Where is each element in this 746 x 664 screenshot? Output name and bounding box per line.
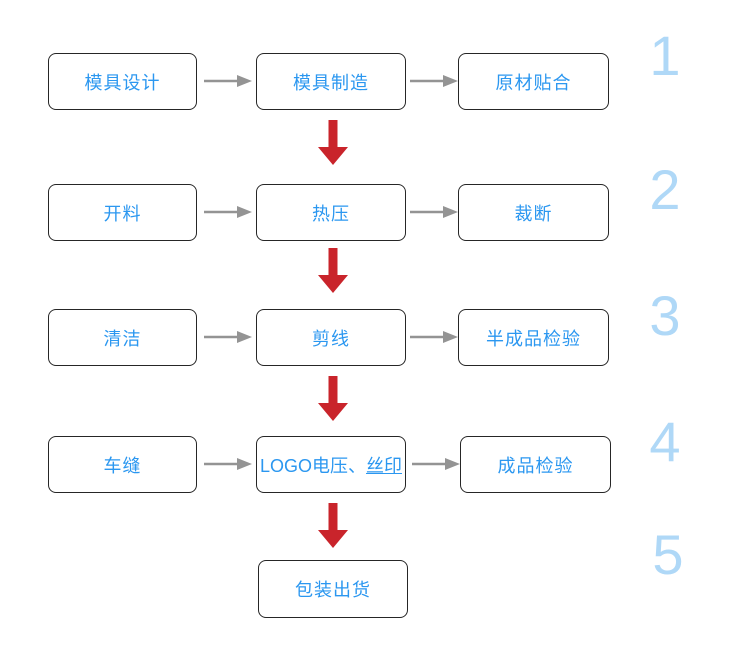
step-label: 清洁 [103, 328, 142, 349]
step-label: 半成品检验 [486, 328, 581, 349]
down-arrow-icon [318, 120, 348, 165]
right-arrow-icon [204, 331, 252, 343]
step-label: 开料 [103, 203, 142, 224]
step-number-5: 5 [652, 523, 684, 586]
step-hot-pressing: 热压 [256, 184, 406, 241]
right-arrow-icon [204, 458, 252, 470]
right-arrow-icon [410, 206, 458, 218]
step-label-underlined: 丝印 [366, 455, 402, 476]
down-arrow-icon [318, 376, 348, 421]
step-label: 模具设计 [84, 72, 161, 93]
step-label: 车缝 [103, 455, 142, 476]
step-cut-off: 裁断 [458, 184, 609, 241]
right-arrow-icon [204, 75, 252, 87]
right-arrow-icon [204, 206, 252, 218]
step-label: 剪线 [312, 328, 350, 349]
step-mold-design: 模具设计 [48, 53, 197, 110]
step-label: 包装出货 [295, 580, 371, 600]
step-label: 热压 [312, 203, 350, 224]
down-arrow-icon [318, 248, 348, 293]
step-sewing: 车缝 [48, 436, 197, 493]
step-material-cutting: 开料 [48, 184, 197, 241]
step-number-3: 3 [649, 284, 681, 347]
step-thread-trimming: 剪线 [256, 309, 406, 366]
right-arrow-icon [410, 75, 458, 87]
step-number-4: 4 [649, 410, 681, 473]
step-material-lamination: 原材贴合 [458, 53, 609, 110]
right-arrow-icon [410, 331, 458, 343]
step-label: 原材贴合 [495, 72, 572, 93]
step-packing-shipping: 包装出货 [258, 560, 408, 618]
step-number-2: 2 [649, 158, 681, 221]
right-arrow-icon [412, 458, 460, 470]
step-finished-inspection: 成品检验 [460, 436, 611, 493]
step-label: 成品检验 [497, 455, 574, 476]
step-label: LOGO电压、 [259, 455, 366, 476]
down-arrow-icon [318, 503, 348, 548]
step-cleaning: 清洁 [48, 309, 197, 366]
step-label: 裁断 [514, 203, 553, 224]
step-number-1: 1 [649, 24, 681, 87]
step-label: 模具制造 [293, 72, 369, 93]
step-semifinished-inspection: 半成品检验 [458, 309, 609, 366]
step-mold-making: 模具制造 [256, 53, 406, 110]
step-logo-embossing-silkscreen: LOGO电压、丝印 [256, 436, 406, 493]
